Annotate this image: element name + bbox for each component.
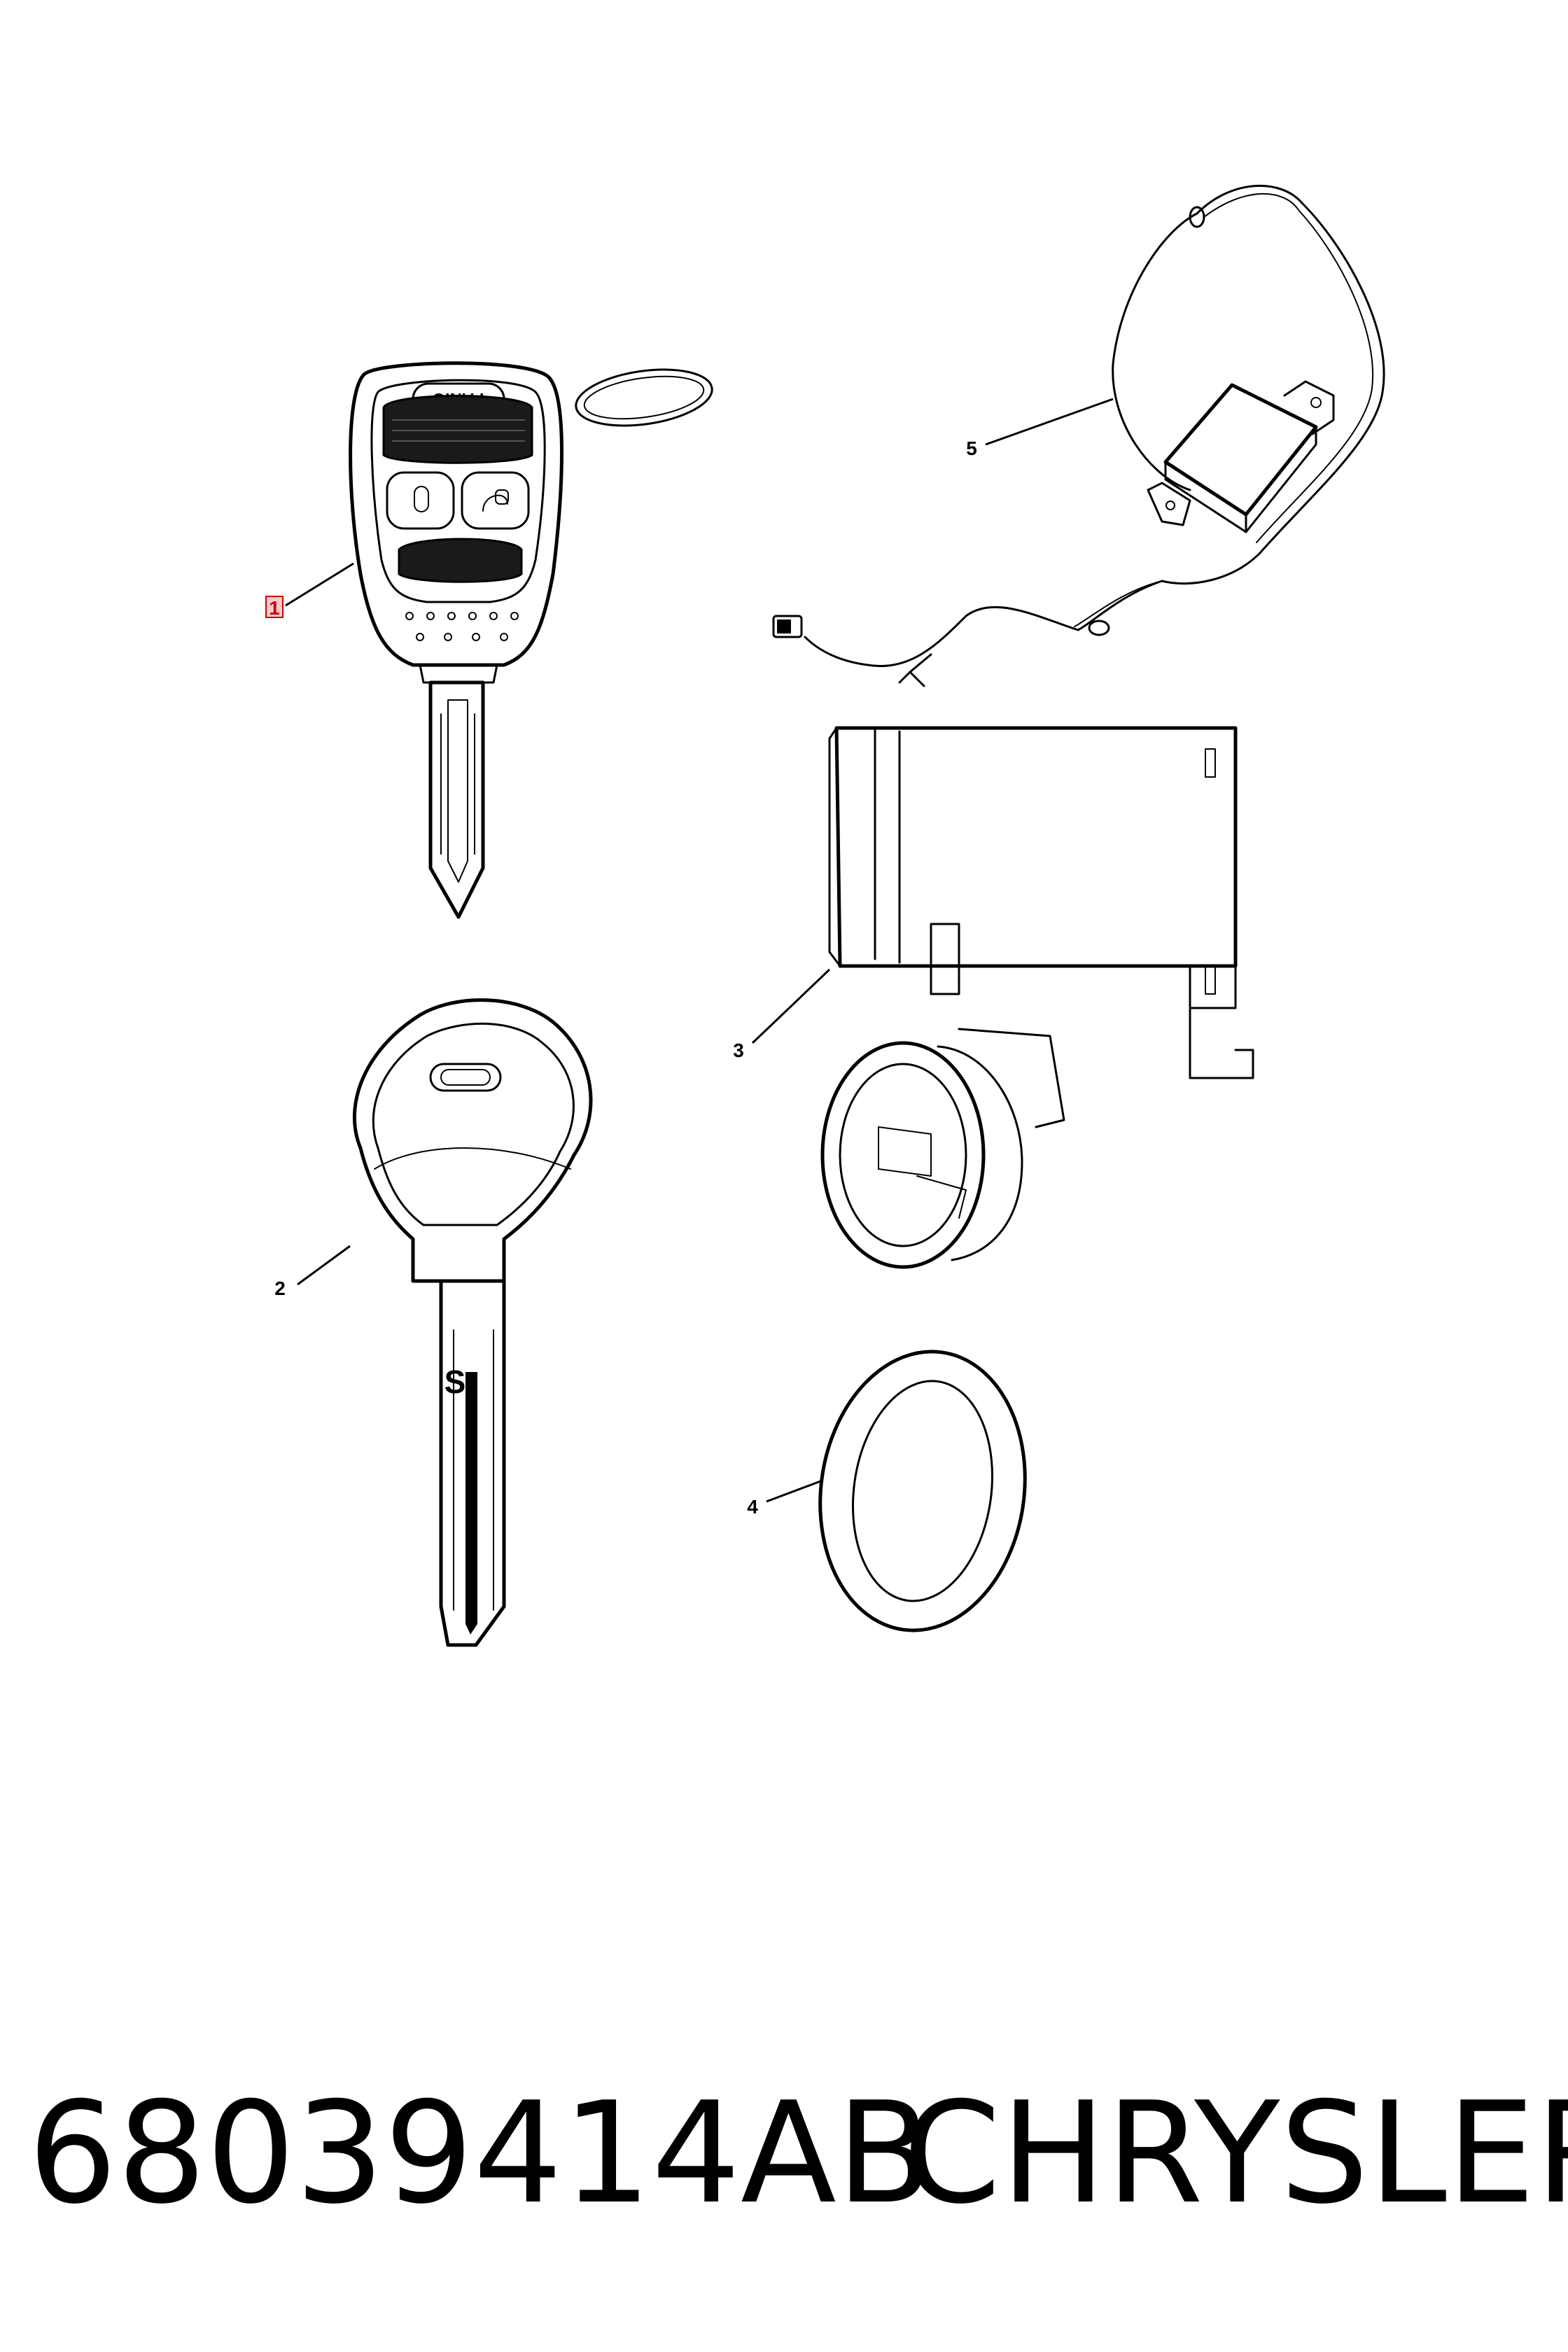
svg-text:4: 4 — [747, 1496, 758, 1518]
connector-end — [777, 620, 791, 634]
blade-groove — [465, 1372, 477, 1634]
part-1-remote-key-fob[interactable]: PANIC — [349, 361, 716, 919]
part-2-transponder-key[interactable]: S — [352, 998, 593, 1647]
callout-3[interactable]: 3 — [733, 968, 831, 1061]
unlock-button[interactable] — [386, 471, 455, 530]
brand-name: CHRYSLER — [903, 2072, 1568, 2235]
callout-4[interactable]: 4 — [747, 1479, 823, 1518]
svg-text:2: 2 — [274, 1278, 286, 1299]
part-4-ring[interactable] — [803, 1338, 1043, 1644]
lower-grille — [398, 538, 523, 583]
svg-text:3: 3 — [733, 1040, 744, 1061]
upper-grille — [382, 395, 533, 464]
callout-1[interactable]: 1 — [265, 562, 354, 619]
svg-text:1: 1 — [269, 597, 280, 619]
callout-5[interactable]: 5 — [966, 398, 1114, 459]
svg-text:5: 5 — [966, 438, 977, 459]
part-3-immobilizer-module[interactable] — [820, 726, 1254, 1269]
lock-button[interactable] — [461, 471, 530, 530]
callout-2[interactable]: 2 — [274, 1245, 351, 1299]
svg-text:S: S — [444, 1364, 466, 1400]
part-number: 68039414AB — [28, 2072, 932, 2235]
part-5-antenna-harness[interactable] — [772, 184, 1385, 687]
